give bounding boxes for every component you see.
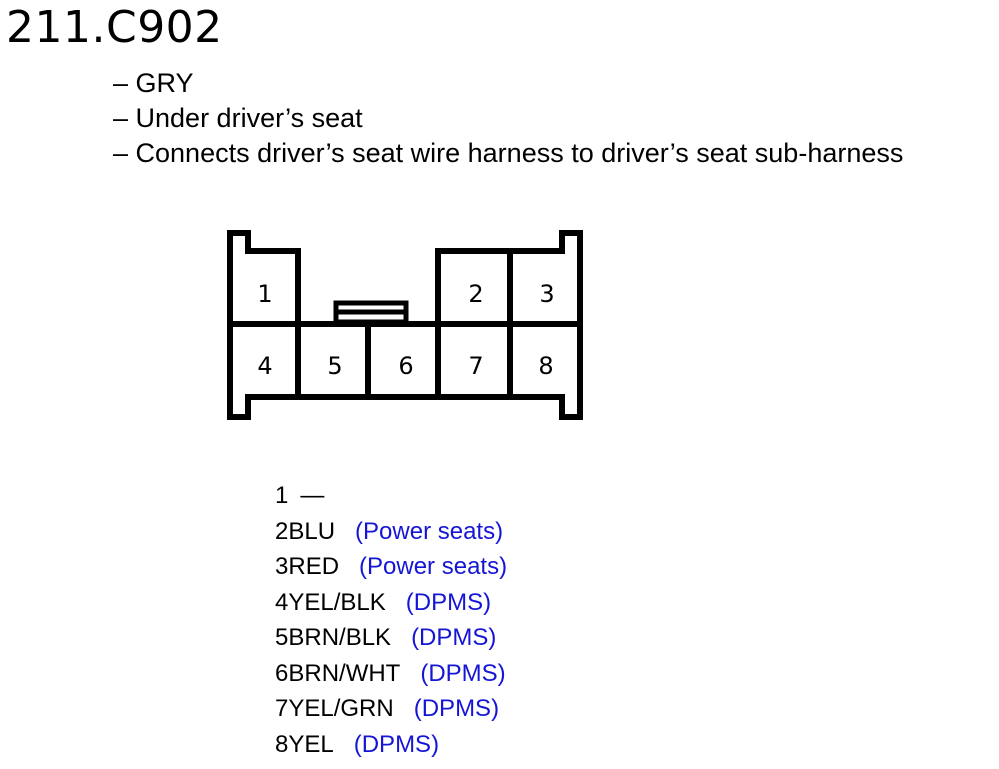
- pin-label-8: 8: [538, 352, 553, 380]
- pin-wire-color: BLU: [288, 517, 336, 545]
- pin-unused-dash: —: [300, 482, 325, 509]
- pin-function: (Power seats): [355, 517, 504, 545]
- pinout-row: 7YEL/GRN (DPMS): [275, 691, 507, 727]
- pin-function: (DPMS): [353, 730, 440, 758]
- pin-wire-color: YEL/GRN: [288, 695, 394, 722]
- pin-label-2: 2: [468, 280, 483, 308]
- pin-label-7: 7: [468, 352, 483, 380]
- pin-function: (DPMS): [420, 659, 506, 687]
- pin-wire-color: BRN/BLK: [288, 624, 392, 651]
- pinout-row: 1—: [275, 478, 507, 514]
- note-location: – Under driver’s seat: [113, 103, 363, 133]
- pin-wire-color: YEL/BLK: [288, 588, 386, 616]
- pin-label-3: 3: [539, 280, 554, 308]
- housing-outline: [227, 230, 583, 420]
- pin-number: 3: [275, 553, 289, 580]
- pinout-row: 3RED (Power seats): [275, 549, 507, 585]
- pin-function: (DPMS): [411, 624, 497, 651]
- pin-number: 4: [275, 588, 289, 616]
- pinout-row: 6BRN/WHT (DPMS): [275, 656, 507, 692]
- pin-wire-color: BRN/WHT: [288, 659, 401, 687]
- pin-function: (Power seats): [359, 553, 508, 580]
- note-color: – GRY: [113, 68, 194, 98]
- pin-function: (DPMS): [413, 695, 500, 722]
- pin-label-6: 6: [398, 352, 413, 380]
- locking-tab: [333, 300, 409, 325]
- pin-number: 1: [275, 482, 289, 509]
- pin-wire-color: RED: [288, 553, 340, 580]
- connector-notes: – GRY – Under driver’s seat – Connects d…: [113, 66, 903, 171]
- pinout-row: 5BRN/BLK (DPMS): [275, 620, 507, 656]
- pin-label-5: 5: [327, 352, 342, 380]
- pin-function: (DPMS): [405, 588, 492, 616]
- pin-label-1: 1: [257, 280, 272, 308]
- pin-number: 7: [275, 695, 289, 722]
- note-description: – Connects driver’s seat wire harness to…: [113, 138, 904, 168]
- pin-number: 6: [275, 659, 289, 687]
- pin-number: 2: [275, 517, 289, 545]
- pin-label-4: 4: [257, 352, 272, 380]
- pinout-row: 4YEL/BLK (DPMS): [275, 585, 507, 621]
- pin-number: 8: [275, 730, 289, 758]
- pinout-row: 2BLU (Power seats): [275, 514, 507, 550]
- pinout-row: 8YEL (DPMS): [275, 727, 507, 763]
- pin-wire-color: YEL: [288, 730, 334, 758]
- connector-face-diagram: 1 2 3 4 5 6 7 8: [227, 230, 583, 420]
- pin-number: 5: [275, 624, 289, 651]
- pinout-list: 1— 2BLU(Power seats) 3RED(Power seats) 4…: [275, 478, 507, 762]
- connector-title: 211.C902: [6, 2, 223, 53]
